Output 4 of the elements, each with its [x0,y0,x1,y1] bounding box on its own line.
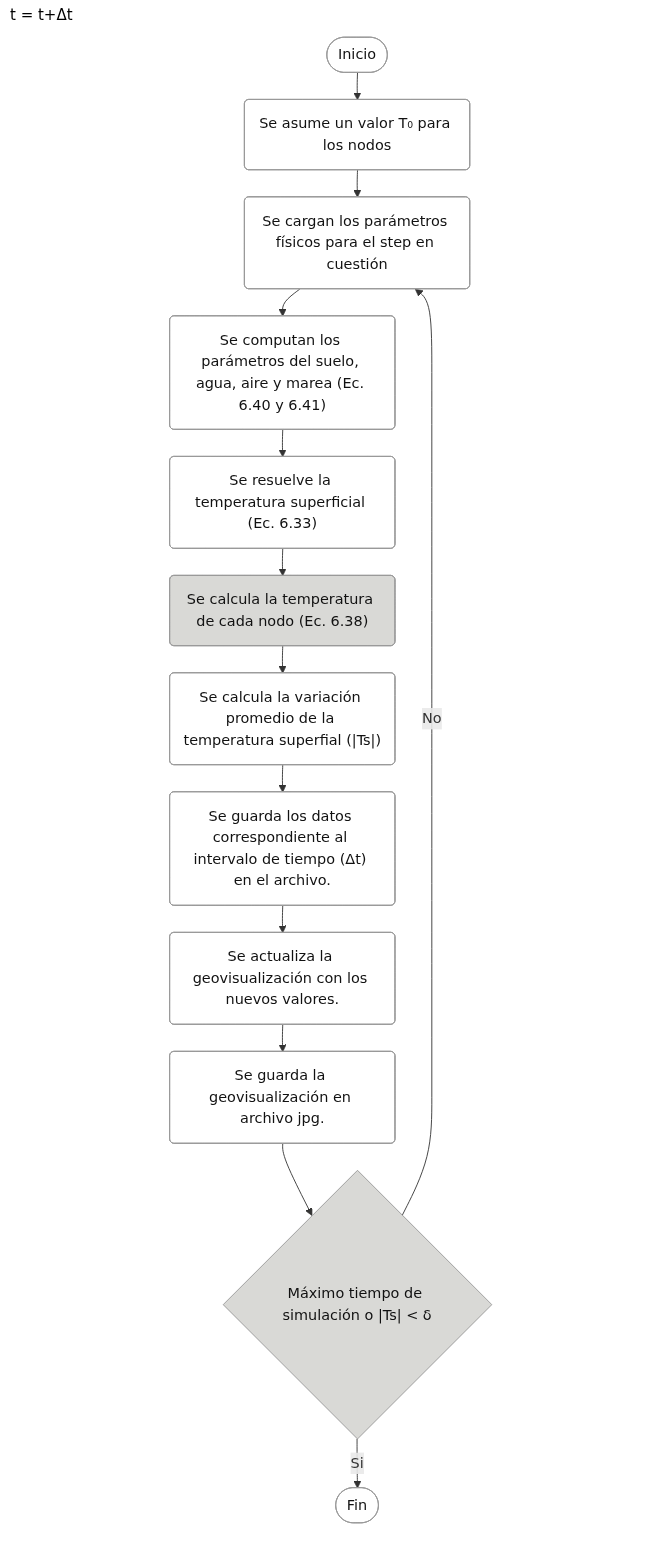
node-diamond: Máximo tiempo de simulación o |Ts| < δ [222,1169,493,1440]
note-text: t = t+Δt [10,6,73,24]
edge-label: Si [350,1454,364,1472]
edge-label: No [421,709,442,727]
